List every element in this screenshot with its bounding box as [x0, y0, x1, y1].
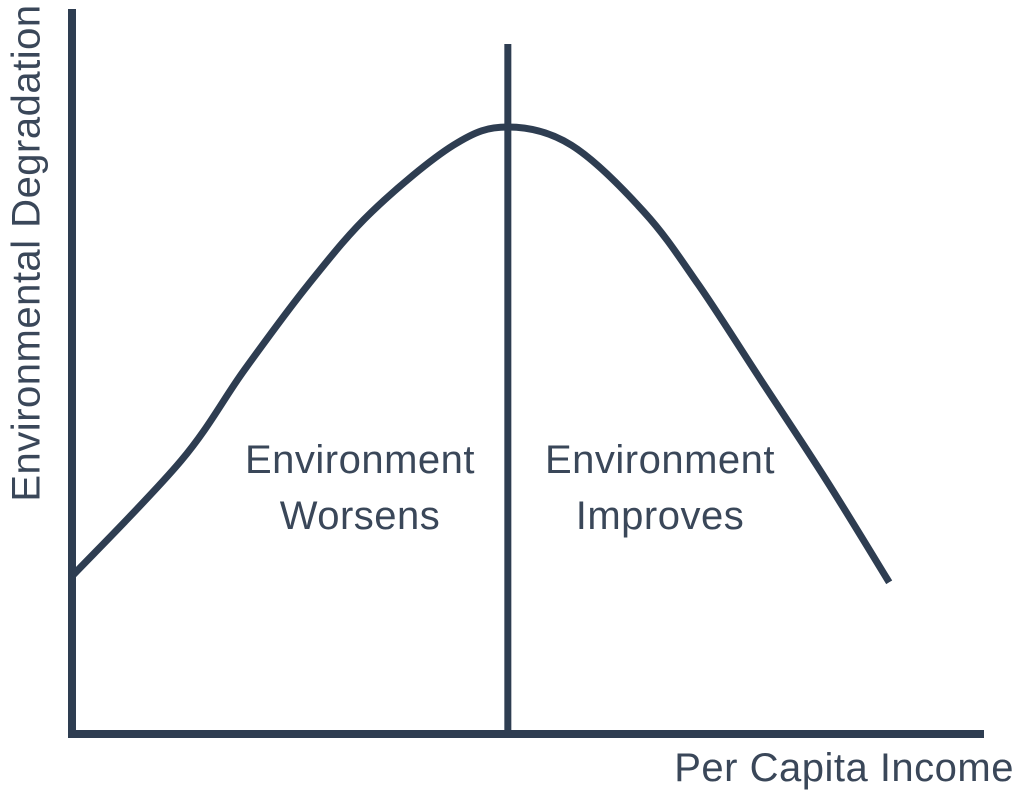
region-improves-line1: Environment [544, 438, 776, 482]
region-label-environment-worsens: Environment Worsens [245, 432, 475, 544]
region-worsens-line2: Worsens [279, 494, 441, 538]
region-improves-line2: Improves [575, 494, 745, 538]
region-label-environment-improves: Environment Improves [545, 432, 775, 544]
x-axis-label: Per Capita Income [674, 746, 1014, 790]
y-axis-label: Environmental Degradation [4, 4, 49, 502]
axes-lines [68, 9, 984, 738]
kuznets-curve-line [69, 123, 893, 585]
region-worsens-line1: Environment [244, 438, 476, 482]
